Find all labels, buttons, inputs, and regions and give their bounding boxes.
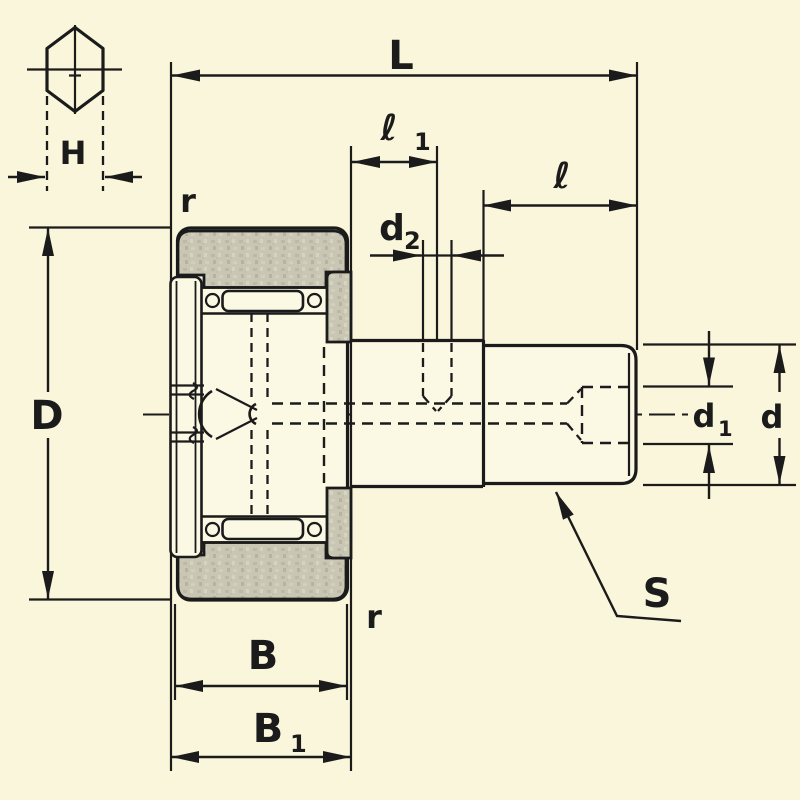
thread-section xyxy=(483,343,638,486)
needle-rollers-bottom xyxy=(202,515,327,544)
dim-label-B1: B xyxy=(253,706,284,752)
dim-label-H: H xyxy=(60,134,87,172)
surface-label-S: S xyxy=(643,571,672,617)
roller-end-circle xyxy=(306,521,323,538)
hex-socket-end-view xyxy=(27,25,122,191)
hidden-lines xyxy=(171,313,633,517)
r-labels: r r xyxy=(180,182,382,636)
dim-label-d2-sub: 2 xyxy=(404,227,421,255)
dim-label-B: B xyxy=(248,633,279,679)
stud xyxy=(349,338,638,489)
dimension-H: H xyxy=(8,134,142,183)
side-plate-left xyxy=(169,275,203,559)
s-leader: S xyxy=(554,491,682,623)
dimension-B1: B 1 xyxy=(171,706,351,763)
stud-pilot-fill xyxy=(351,340,483,487)
dimension-B: B xyxy=(175,633,347,692)
dim-label-L: L xyxy=(388,33,414,79)
dimension-l1: ℓ 1 xyxy=(352,108,437,168)
socket-mouth-arc xyxy=(197,389,213,439)
dim-label-l: ℓ xyxy=(553,156,571,197)
washer-bottom xyxy=(325,486,353,560)
side-washers-right xyxy=(325,270,353,560)
dimension-D: D xyxy=(30,228,64,599)
fillet-label-r-top: r xyxy=(180,182,196,220)
outer-ring xyxy=(175,226,350,602)
dimension-d2: d 2 xyxy=(370,208,504,262)
outer-ring-section-top xyxy=(176,229,348,289)
dimension-l: ℓ xyxy=(483,156,637,212)
dim-label-d1-sub: 1 xyxy=(718,417,733,441)
dim-label-d: d xyxy=(761,398,784,436)
hexagon-outline xyxy=(45,25,105,114)
fillet-label-r-bottom: r xyxy=(366,598,382,636)
roller-end-circle xyxy=(204,521,221,538)
roller-end-circle xyxy=(306,292,323,309)
dimension-L: L xyxy=(172,33,637,82)
roller-end-circle xyxy=(204,292,221,309)
needle-roller xyxy=(221,289,305,313)
dim-label-l1: ℓ xyxy=(380,108,398,149)
dim-label-d2: d xyxy=(379,208,405,249)
needle-roller xyxy=(221,517,305,541)
dim-label-B1-sub: 1 xyxy=(290,730,307,758)
dim-label-l1-sub: 1 xyxy=(414,128,431,156)
washer-top xyxy=(325,270,353,344)
dimension-d: d xyxy=(761,345,786,484)
outer-ring-section-bottom xyxy=(176,541,348,601)
socket-cone-arc xyxy=(248,402,257,426)
dim-label-d1: d xyxy=(693,397,716,435)
needle-rollers-top xyxy=(202,286,327,315)
dim-label-D: D xyxy=(30,393,63,439)
dimension-d1: d 1 xyxy=(693,331,733,499)
